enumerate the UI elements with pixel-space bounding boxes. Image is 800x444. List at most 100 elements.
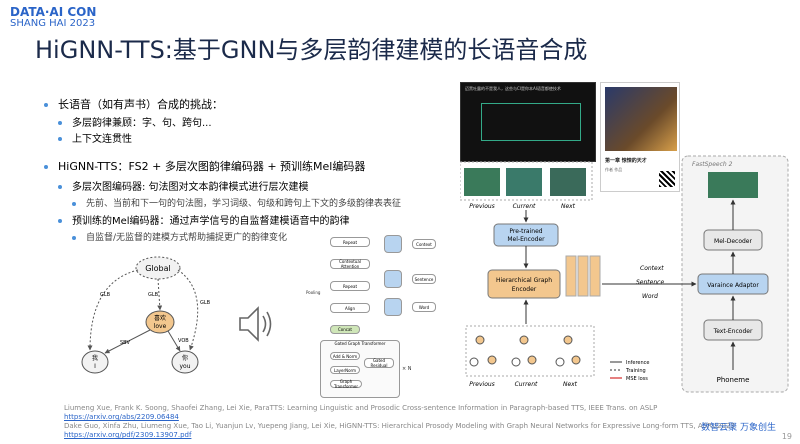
hignn-architecture: Previous Current Next Pre-trained Mel-En…	[460, 155, 789, 393]
legend-training: Training	[625, 368, 646, 374]
i-node	[81, 350, 109, 374]
hge-label-2: Encoder	[512, 286, 537, 293]
hierarchical-graph-encoder	[487, 269, 561, 299]
repr-block	[565, 255, 577, 297]
graph-label-next: Next	[563, 381, 578, 388]
label-sentence: Sentence	[636, 279, 664, 286]
bullet-item: 长语音（如有声书）合成的挑战：	[44, 96, 223, 112]
embedding-block	[384, 270, 402, 288]
reference-1: Liumeng Xue, Frank K. Soong, Shaofei Zha…	[64, 404, 658, 412]
mel-decoder-label: Mel-Decoder	[714, 238, 752, 245]
hge-label-1: Hierarchical Graph	[496, 277, 552, 284]
reference-link-1[interactable]: https://arxiv.org/abs/2209.06484	[64, 413, 179, 421]
gated-residual-box: Gated Residual	[364, 358, 394, 368]
repeat-box-2: Repeat	[330, 281, 370, 291]
bullet-item: 多层韵律兼顾：字、句、跨句...	[58, 114, 212, 129]
page-number: 19	[781, 432, 792, 441]
label-next: Next	[561, 203, 576, 210]
add-norm-box: Add & Norm	[330, 352, 360, 360]
bullet-item: 自监督/无监督的建模方式帮助捕捉更广的韵律变化	[72, 230, 287, 243]
pretrained-label-2: Mel-Encoder	[507, 236, 545, 243]
bullet-item: 上下文连贯性	[58, 130, 132, 145]
spectrogram-current	[506, 168, 542, 196]
love-node	[145, 310, 175, 334]
graph-node	[475, 335, 485, 345]
variance-label: Varaince Adaptor	[707, 282, 759, 289]
graph-node	[555, 357, 565, 367]
graph-node	[519, 335, 529, 345]
screenshot-caption: 迈黑吐露的不是我人，这些与CI是你本AI语音都使技术	[465, 86, 561, 91]
word-out: Word	[412, 302, 436, 312]
footer-brand: 数智云聚 万象创生	[701, 423, 776, 433]
graph-node	[487, 355, 497, 365]
global-label: Global	[145, 264, 171, 273]
context-out: Context	[412, 239, 436, 249]
bullet-item: HiGNN-TTS：FS2 + 多层次图韵律编码器 + 预训练Mel编码器	[44, 158, 365, 174]
layernorm-box: LayerNorm	[330, 366, 360, 374]
legend-mse: MSE loss	[626, 376, 648, 382]
edge	[177, 269, 199, 351]
speaker-icon	[239, 306, 272, 342]
label-previous: Previous	[469, 203, 495, 210]
pool-label: Pooling	[306, 290, 321, 295]
glb-label: GLB	[200, 300, 211, 306]
graph-node	[563, 335, 573, 345]
legend-inference: Inference	[626, 360, 650, 366]
spectrogram-frame	[460, 161, 593, 201]
graph-node	[511, 357, 521, 367]
embedding-block	[384, 235, 402, 253]
reference-link-2[interactable]: https://arxiv.org/pdf/2309.13907.pdf	[64, 431, 192, 439]
edge	[104, 329, 151, 354]
you-cn: 你	[182, 354, 188, 362]
repeat-box: Repeat	[330, 237, 370, 247]
repr-block	[577, 255, 589, 297]
sentence-out: Sentence	[412, 274, 436, 284]
nx-label: × N	[402, 366, 412, 372]
label-current: Current	[513, 203, 536, 210]
spectrogram-next	[550, 168, 586, 196]
edge	[87, 269, 139, 351]
card-sub: 作者 作品	[605, 167, 623, 172]
logo-line2: SHANG HAI 2023	[10, 18, 96, 29]
bullet-item: 多层次图编码器: 句法图对文本韵律模式进行层次建模	[58, 178, 309, 193]
gated-label: Gated Graph Transformer	[334, 341, 386, 346]
slide-title: HiGNN-TTS:基于GNN与多层韵律建模的长语音合成	[35, 36, 588, 64]
glb-label: GLB	[148, 292, 159, 298]
align-box: Align	[330, 303, 370, 313]
graph-node	[469, 357, 479, 367]
embedding-block	[384, 298, 402, 316]
graph-transformer-box: Graph Transformer	[330, 379, 362, 389]
graph-frame	[465, 325, 595, 377]
edge	[157, 278, 163, 311]
sbv-label: SBV	[120, 340, 130, 346]
logo-line1: DATA·AI CON	[10, 5, 97, 19]
you-en: you	[179, 363, 190, 370]
label-context: Context	[640, 265, 664, 272]
screenshot-frame	[481, 103, 581, 141]
qr-code	[659, 171, 675, 187]
bullet-item: 先前、当前和下一句的句法图，学习词级、句级和跨句上下文的多级韵律表表征	[72, 196, 401, 209]
bullet-item: 预训练的Mel编码器：通过声学信号的自监督建模语音中的韵律	[58, 212, 350, 227]
global-node	[135, 256, 181, 280]
glb-label: GLB	[100, 292, 111, 298]
concat-box: Concat	[330, 325, 360, 334]
pretrained-label-1: Pre-trained	[509, 228, 542, 235]
love-en: love	[154, 323, 167, 330]
card-title: 第一章 惊悚的天才	[605, 158, 647, 164]
graph-label-previous: Previous	[469, 381, 495, 388]
references: Liumeng Xue, Frank K. Soong, Shaofei Zha…	[64, 404, 754, 440]
love-cn: 喜欢	[154, 314, 166, 322]
i-en: I	[94, 363, 96, 370]
book-card: 第一章 惊悚的天才 作者 作品	[600, 82, 680, 192]
graph-label-current: Current	[515, 381, 538, 388]
context-attention-box: Contextual Attention	[330, 259, 370, 269]
you-node	[171, 350, 199, 374]
cover-image	[605, 87, 677, 151]
output-spectrogram	[708, 172, 758, 198]
label-word: Word	[642, 293, 658, 300]
fastspeech-label: FastSpeech 2	[692, 161, 733, 168]
spectrogram-previous	[464, 168, 500, 196]
reference-2: Dake Guo, Xinfa Zhu, Liumeng Xue, Tao Li…	[64, 422, 735, 430]
graph-node	[571, 355, 581, 365]
